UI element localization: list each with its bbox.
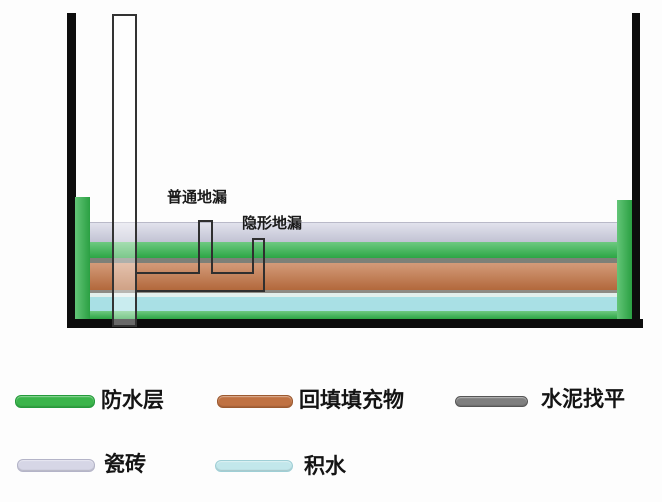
legend-label-water: 积水: [304, 455, 346, 478]
right-wall: [632, 13, 640, 321]
hidden-drain-label: 隐形地漏: [242, 215, 303, 232]
backfill-water-boundary: [82, 290, 627, 293]
legend-swatch-cement: [455, 396, 528, 407]
water-layer: [82, 297, 627, 311]
waterproof-layer: [82, 242, 627, 258]
legend-swatch-backfill: [217, 395, 293, 408]
legend-swatch-water: [215, 460, 293, 472]
left-wall: [67, 13, 76, 323]
hidden-drain-left-edge: [252, 238, 254, 274]
ordinary-drain-left-edge: [198, 220, 200, 274]
stack-pipe: [112, 14, 137, 327]
left-wall-waterproofing: [75, 197, 90, 319]
cement-leveling-layer: [82, 258, 627, 263]
legend-swatch-waterproof: [15, 395, 95, 408]
legend-label-cement: 水泥找平: [541, 388, 625, 411]
ordinary-drain-label: 普通地漏: [167, 189, 228, 206]
hidden-drain-right-edge: [263, 238, 265, 292]
floor-slab: [67, 319, 643, 328]
legend-label-waterproof: 防水层: [101, 389, 164, 412]
tile-layer: [82, 222, 627, 243]
backfill-layer: [82, 263, 627, 290]
ordinary-drain-top-edge: [198, 220, 213, 222]
drain-pipe-top-segment-1: [137, 272, 198, 274]
drain-pipe-bottom-line: [137, 290, 265, 292]
legend-swatch-tile: [17, 459, 95, 472]
bottom-waterproof-layer: [82, 311, 627, 319]
water-surface-highlight: [82, 293, 627, 297]
drain-pipe-top-segment-2: [213, 272, 252, 274]
ordinary-drain-right-edge: [211, 220, 213, 274]
hidden-drain-top-edge: [252, 238, 265, 240]
legend-label-backfill: 回填填充物: [299, 389, 404, 412]
legend-label-tile: 瓷砖: [104, 453, 146, 476]
right-wall-waterproofing: [617, 200, 632, 319]
